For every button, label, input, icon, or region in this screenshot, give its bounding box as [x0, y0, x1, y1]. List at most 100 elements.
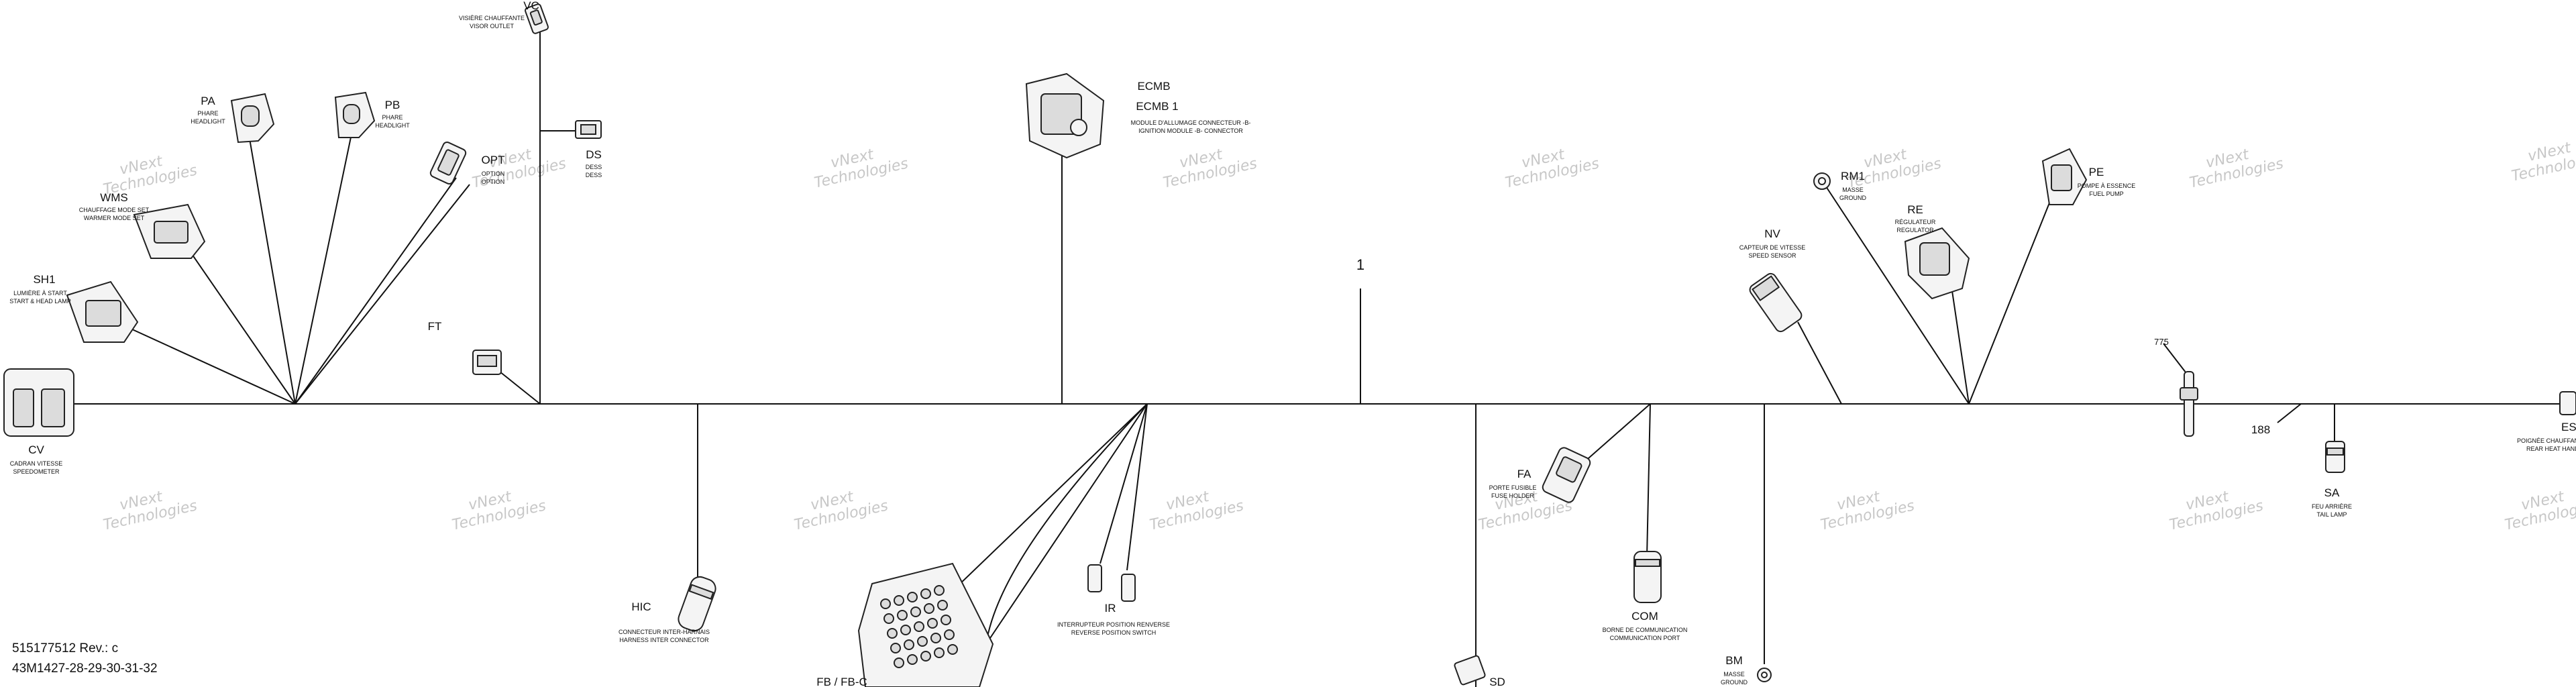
connector-sh1-socket — [85, 300, 121, 327]
label-es-code: ES — [2561, 421, 2576, 433]
label-fa-desc1: PORTE FUSIBLE — [1489, 484, 1537, 491]
connector-fb-fusebox[interactable] — [857, 562, 994, 687]
wire-fb — [938, 403, 1148, 604]
wire-rm1 — [1824, 184, 1970, 405]
connector-wms[interactable] — [133, 203, 206, 259]
label-hic-code: HIC — [631, 600, 651, 613]
label-pe-code: PE — [2089, 166, 2104, 178]
fusebox-grid — [880, 585, 958, 668]
wire-sh1 — [130, 328, 296, 405]
watermark: vNext Technologies — [451, 488, 547, 534]
connector-sa-body — [2325, 441, 2345, 473]
label-ft-code: FT — [428, 320, 442, 333]
label-cv-desc1: CADRAN VITESSE — [10, 460, 63, 467]
connector-re-socket — [1919, 242, 1950, 276]
connector-opt-socket — [437, 149, 460, 176]
label-ds-desc2: DESS — [586, 172, 602, 178]
watermark: vNext Technologies — [2188, 146, 2285, 192]
label-pb-desc2: HEADLIGHT — [375, 122, 410, 129]
label-bm-desc2: GROUND — [1721, 679, 1748, 686]
connector-sa[interactable] — [2325, 441, 2345, 473]
connector-hic[interactable] — [676, 574, 718, 633]
label-com-desc2: COMMUNICATION PORT — [1610, 635, 1680, 641]
label-wms-desc2: WARMER MODE SET — [84, 215, 145, 221]
connector-sd[interactable] — [1454, 655, 1486, 686]
connector-rm1[interactable] — [1813, 172, 1831, 190]
label-sh1-desc2: START & HEAD LAMP — [9, 298, 71, 305]
connector-nv[interactable] — [1748, 272, 1803, 333]
label-nv-desc2: SPEED SENSOR — [1748, 252, 1796, 259]
callout-main: 1 — [1356, 256, 1364, 273]
label-rm1-code: RM1 — [1841, 170, 1865, 182]
label-re-desc2: REGULATOR — [1896, 227, 1934, 233]
label-ecmb-code2: ECMB 1 — [1136, 100, 1178, 113]
connector-cv[interactable] — [3, 368, 74, 437]
label-pa-code: PA — [201, 95, 215, 107]
label-pb-desc1: PHARE — [382, 114, 402, 121]
label-ecmb-desc2: IGNITION MODULE -B- CONNECTOR — [1138, 127, 1243, 134]
connector-opt[interactable] — [429, 141, 467, 185]
label-opt-code: OPT — [482, 154, 505, 166]
label-rm1-desc1: MASSE — [1842, 187, 1864, 193]
connector-pb[interactable] — [334, 91, 376, 138]
label-com-desc1: BORNE DE COMMUNICATION — [1603, 627, 1688, 633]
label-cv-code: CV — [28, 443, 44, 456]
connector-com[interactable] — [1633, 551, 1662, 603]
label-com-code: COM — [1631, 610, 1658, 623]
label-re-code: RE — [1907, 203, 1923, 216]
clip-775-body — [2184, 371, 2194, 437]
connector-sa-band — [2326, 447, 2344, 456]
connector-bm[interactable] — [1757, 668, 1772, 682]
connector-pe[interactable] — [2041, 148, 2088, 205]
label-pa-desc2: HEADLIGHT — [191, 118, 225, 125]
connector-bm-hole — [1761, 672, 1768, 678]
connector-pa[interactable] — [230, 93, 275, 144]
wire-ft — [496, 368, 541, 405]
label-sh1-code: SH1 — [33, 273, 55, 286]
label-pe-desc1: POMPE À ESSENCE — [2078, 182, 2136, 189]
watermark: vNext Technologies — [813, 146, 910, 192]
wire-ir-2 — [1126, 403, 1148, 571]
watermark: vNext Technologies — [793, 488, 890, 534]
label-bm-desc1: MASSE — [1723, 671, 1745, 678]
connector-ecmb[interactable] — [1025, 72, 1105, 159]
watermark: vNext Technologies — [2504, 488, 2576, 534]
label-ds-desc1: DESS — [586, 164, 602, 170]
label-re-desc1: RÉGULATEUR — [1895, 219, 1936, 225]
label-nv-desc1: CAPTEUR DE VITESSE — [1739, 244, 1806, 251]
connector-vc[interactable] — [525, 3, 549, 34]
watermark: vNext Technologies — [1148, 488, 1245, 534]
watermarks: vNext Technologies vNext Technologies vN… — [102, 140, 2576, 534]
connector-pb-socket — [343, 104, 360, 124]
callout-188: 188 — [2251, 423, 2270, 436]
connector-re[interactable] — [1904, 227, 1970, 300]
branch-wires — [130, 19, 2335, 687]
callout-188-leader — [2277, 403, 2302, 423]
watermark: vNext Technologies — [2168, 488, 2265, 534]
label-pe-desc2: FUEL PUMP — [2089, 191, 2123, 197]
label-fa-code: FA — [1517, 468, 1532, 480]
footer-part-number: 515177512 Rev.: c — [12, 641, 119, 655]
connector-fa[interactable] — [1541, 446, 1592, 504]
watermark: vNext Technologies — [1162, 146, 1258, 192]
connector-pe-socket — [2051, 164, 2072, 191]
watermark: vNext Technologies — [102, 153, 199, 199]
watermark: vNext Technologies — [2510, 140, 2576, 185]
label-nv-code: NV — [1764, 227, 1780, 240]
wire-opt-2 — [294, 184, 470, 405]
watermark: vNext Technologies — [1504, 146, 1601, 192]
label-fb-code: FB / FB-C — [816, 676, 867, 687]
label-es-desc1: POIGNÉE CHAUFFANTE — [2517, 437, 2576, 444]
connector-rm1-hole — [1818, 177, 1826, 185]
wire-fb-curve — [985, 403, 1148, 645]
connector-ft[interactable] — [472, 350, 502, 375]
connector-es-body — [2559, 391, 2576, 415]
wire-ir — [1099, 403, 1148, 564]
wire-opt — [294, 177, 457, 405]
connector-es[interactable] — [2559, 391, 2576, 415]
label-opt-desc2: OPTION — [482, 178, 505, 185]
label-vc-code: VC — [523, 0, 539, 12]
connector-sh1[interactable] — [66, 280, 139, 343]
connector-ir[interactable] — [1087, 564, 1136, 602]
connector-ds[interactable] — [575, 120, 602, 139]
